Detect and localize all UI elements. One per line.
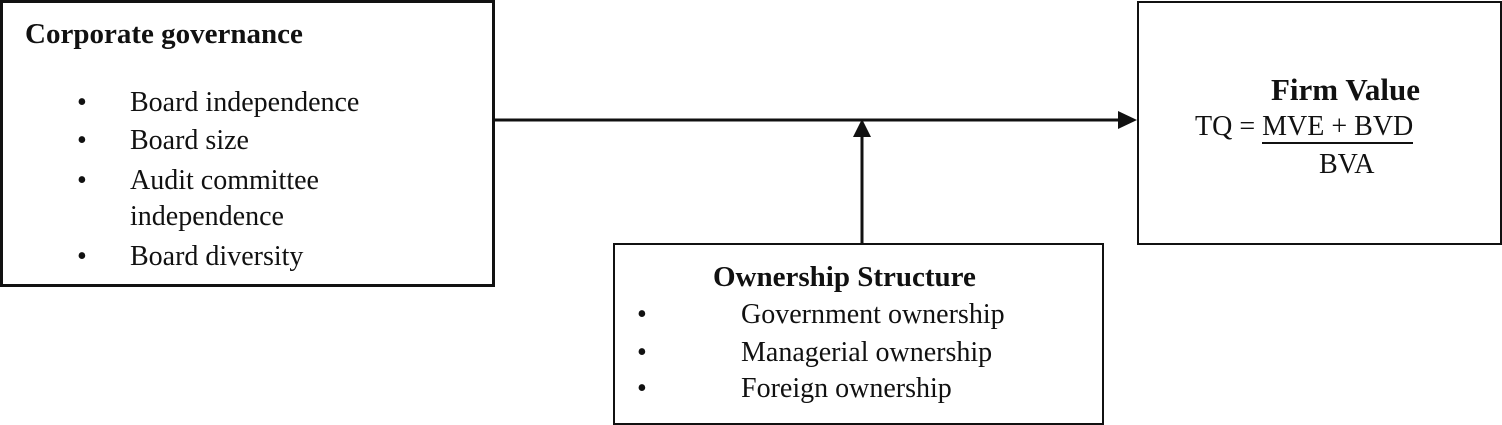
bullet-icon: • (637, 299, 647, 330)
cg-item-board-independence: Board independence (130, 87, 360, 118)
bullet-icon: • (637, 337, 647, 368)
bullet-icon: • (77, 87, 87, 118)
cg-item-board-diversity: Board diversity (130, 241, 304, 272)
ownership-moderator-arrowhead (853, 119, 871, 137)
tobins-q-formula: TQ = MVE + BVD (1195, 111, 1414, 144)
bullet-icon: • (77, 165, 87, 196)
cg-item-board-size: Board size (130, 125, 249, 156)
firm-value-title: Firm Value (1271, 72, 1420, 107)
bullet-icon: • (637, 373, 647, 404)
cg-item-audit-committee: Audit committee (130, 165, 319, 196)
bullet-icon: • (77, 125, 87, 156)
formula-lhs: TQ = (1195, 111, 1256, 142)
cg-item-audit-committee-cont: independence (130, 201, 284, 232)
ownership-structure-title: Ownership Structure (713, 261, 976, 293)
formula-denominator: BVA (1319, 149, 1375, 180)
os-item-managerial-ownership: Managerial ownership (741, 337, 993, 368)
os-item-foreign-ownership: Foreign ownership (741, 373, 952, 404)
firm-value-box: Firm Value TQ = MVE + BVD BVA (1137, 1, 1502, 245)
corporate-governance-title: Corporate governance (25, 18, 303, 50)
formula-numerator: MVE + BVD (1262, 111, 1414, 144)
corporate-governance-box: Corporate governance • Board independenc… (0, 0, 495, 287)
cg-to-firm-value-arrowhead (1118, 111, 1137, 129)
ownership-structure-box: Ownership Structure • Government ownersh… (613, 243, 1104, 425)
bullet-icon: • (77, 241, 87, 272)
os-item-government-ownership: Government ownership (741, 299, 1005, 330)
